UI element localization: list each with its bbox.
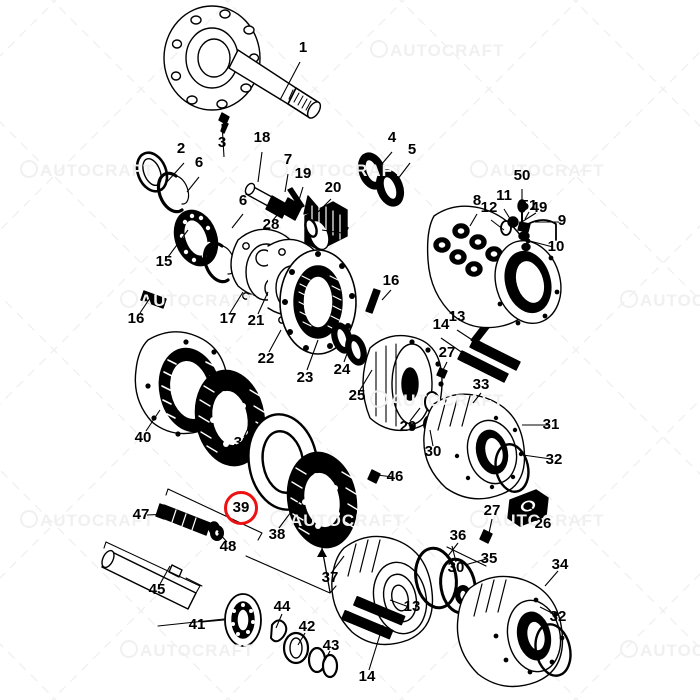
part-43-seal — [307, 646, 339, 679]
part-48-washer — [210, 525, 224, 541]
callout-label-32[interactable]: 32 — [549, 608, 567, 625]
callout-label-49[interactable]: 49 — [530, 199, 548, 216]
callout-label-9[interactable]: 9 — [557, 212, 567, 229]
callout-label-38[interactable]: 38 — [233, 434, 251, 451]
callout-label-34[interactable]: 34 — [551, 556, 569, 573]
part-14-bolt-a — [457, 350, 509, 383]
callout-label-12[interactable]: 12 — [480, 199, 498, 216]
part-housing-carrier — [426, 199, 562, 329]
callout-label-25[interactable]: 25 — [348, 387, 366, 404]
part-26-bracket — [507, 489, 549, 527]
callout-label-15[interactable]: 15 — [155, 253, 173, 270]
callout-label-36[interactable]: 36 — [449, 527, 467, 544]
callout-label-22[interactable]: 22 — [257, 350, 275, 367]
callout-label-50[interactable]: 50 — [513, 167, 531, 184]
part-axle-shaft — [163, 5, 322, 119]
callout-label-45[interactable]: 45 — [148, 581, 166, 598]
callout-label-11[interactable]: 11 — [496, 187, 512, 204]
callout-label-6[interactable]: 6 — [194, 154, 204, 171]
assembly-brackets — [103, 488, 487, 627]
callout-label-1[interactable]: 1 — [298, 39, 308, 56]
callout-label-27[interactable]: 27 — [483, 502, 501, 519]
part-41-bearing-plate — [224, 593, 262, 647]
callout-label-16[interactable]: 16 — [127, 310, 145, 327]
callout-label-26[interactable]: 26 — [534, 515, 552, 532]
part-16-dowel-pin-a — [140, 290, 167, 309]
callout-label-30[interactable]: 30 — [424, 443, 442, 460]
callout-label-47[interactable]: 47 — [132, 506, 150, 523]
part-45-axle-tube — [101, 549, 203, 610]
callout-label-7[interactable]: 7 — [283, 151, 293, 168]
part-44-clip — [270, 619, 288, 643]
callout-label-29[interactable]: 29 — [399, 418, 417, 435]
callout-label-10[interactable]: 10 — [547, 238, 565, 255]
callout-label-20[interactable]: 20 — [324, 179, 342, 196]
part-18-pinion-shaft — [244, 182, 273, 207]
part-24-bearing-cup — [345, 334, 367, 366]
part-13-bolt-a — [469, 338, 521, 371]
callout-label-23[interactable]: 23 — [296, 369, 314, 386]
callout-label-35[interactable]: 35 — [480, 550, 498, 567]
part-13-bolt-b — [353, 596, 406, 626]
callout-label-17[interactable]: 17 — [219, 310, 237, 327]
callout-label-4[interactable]: 4 — [387, 129, 397, 146]
part-31-hub-housing — [423, 393, 526, 500]
callout-label-13[interactable]: 13 — [448, 308, 466, 325]
callout-label-32[interactable]: 32 — [545, 451, 563, 468]
callout-label-40[interactable]: 40 — [134, 429, 152, 446]
part-16-dowel-pin-b — [365, 288, 381, 314]
callout-label-48[interactable]: 48 — [219, 538, 237, 555]
callout-label-8[interactable]: 8 — [472, 192, 482, 209]
callout-label-21[interactable]: 21 — [247, 312, 265, 329]
part-5-bearing-cone — [375, 169, 405, 207]
callout-label-37[interactable]: 37 — [321, 569, 339, 586]
part-32-oring-b — [534, 623, 572, 677]
callout-label-14[interactable]: 14 — [358, 668, 376, 685]
callout-label-18[interactable]: 18 — [253, 129, 271, 146]
part-38-friction-disc-b — [286, 451, 359, 549]
callout-label-19[interactable]: 19 — [294, 165, 312, 182]
callout-label-7[interactable]: 7 — [340, 224, 350, 241]
part-7-washer-b — [304, 218, 318, 238]
part-36-oring — [414, 546, 458, 610]
callout-label-16[interactable]: 16 — [382, 272, 400, 289]
part-27-plug-a — [436, 367, 448, 379]
callout-label-27[interactable]: 27 — [438, 344, 456, 361]
callout-label-46[interactable]: 46 — [386, 468, 404, 485]
callout-label-6[interactable]: 6 — [238, 192, 248, 209]
callout-label-24[interactable]: 24 — [333, 361, 351, 378]
callout-label-31[interactable]: 31 — [542, 416, 560, 433]
part-38-friction-disc-a — [194, 369, 267, 467]
callout-label-3[interactable]: 3 — [217, 134, 227, 151]
part-46-plug — [367, 469, 381, 484]
callout-label-28[interactable]: 28 — [262, 216, 280, 233]
callout-label-2[interactable]: 2 — [176, 140, 186, 157]
callout-label-5[interactable]: 5 — [407, 141, 417, 158]
callout-label-14[interactable]: 14 — [432, 316, 450, 333]
callout-label-41[interactable]: 41 — [188, 616, 206, 633]
part-32-oring-a — [494, 443, 530, 493]
callout-label-44[interactable]: 44 — [273, 598, 291, 615]
callout-label-13[interactable]: 13 — [403, 598, 421, 615]
callout-label-42[interactable]: 42 — [298, 618, 316, 635]
callout-label-51[interactable]: 51 — [520, 197, 538, 214]
callout-label-38[interactable]: 38 — [268, 526, 286, 543]
part-19-spacer — [280, 187, 321, 221]
highlight-ring-39[interactable] — [224, 491, 258, 525]
callout-label-33[interactable]: 33 — [472, 376, 490, 393]
callout-label-43[interactable]: 43 — [322, 637, 340, 654]
part-34-hub-housing — [456, 575, 565, 688]
callout-label-30[interactable]: 30 — [447, 559, 465, 576]
